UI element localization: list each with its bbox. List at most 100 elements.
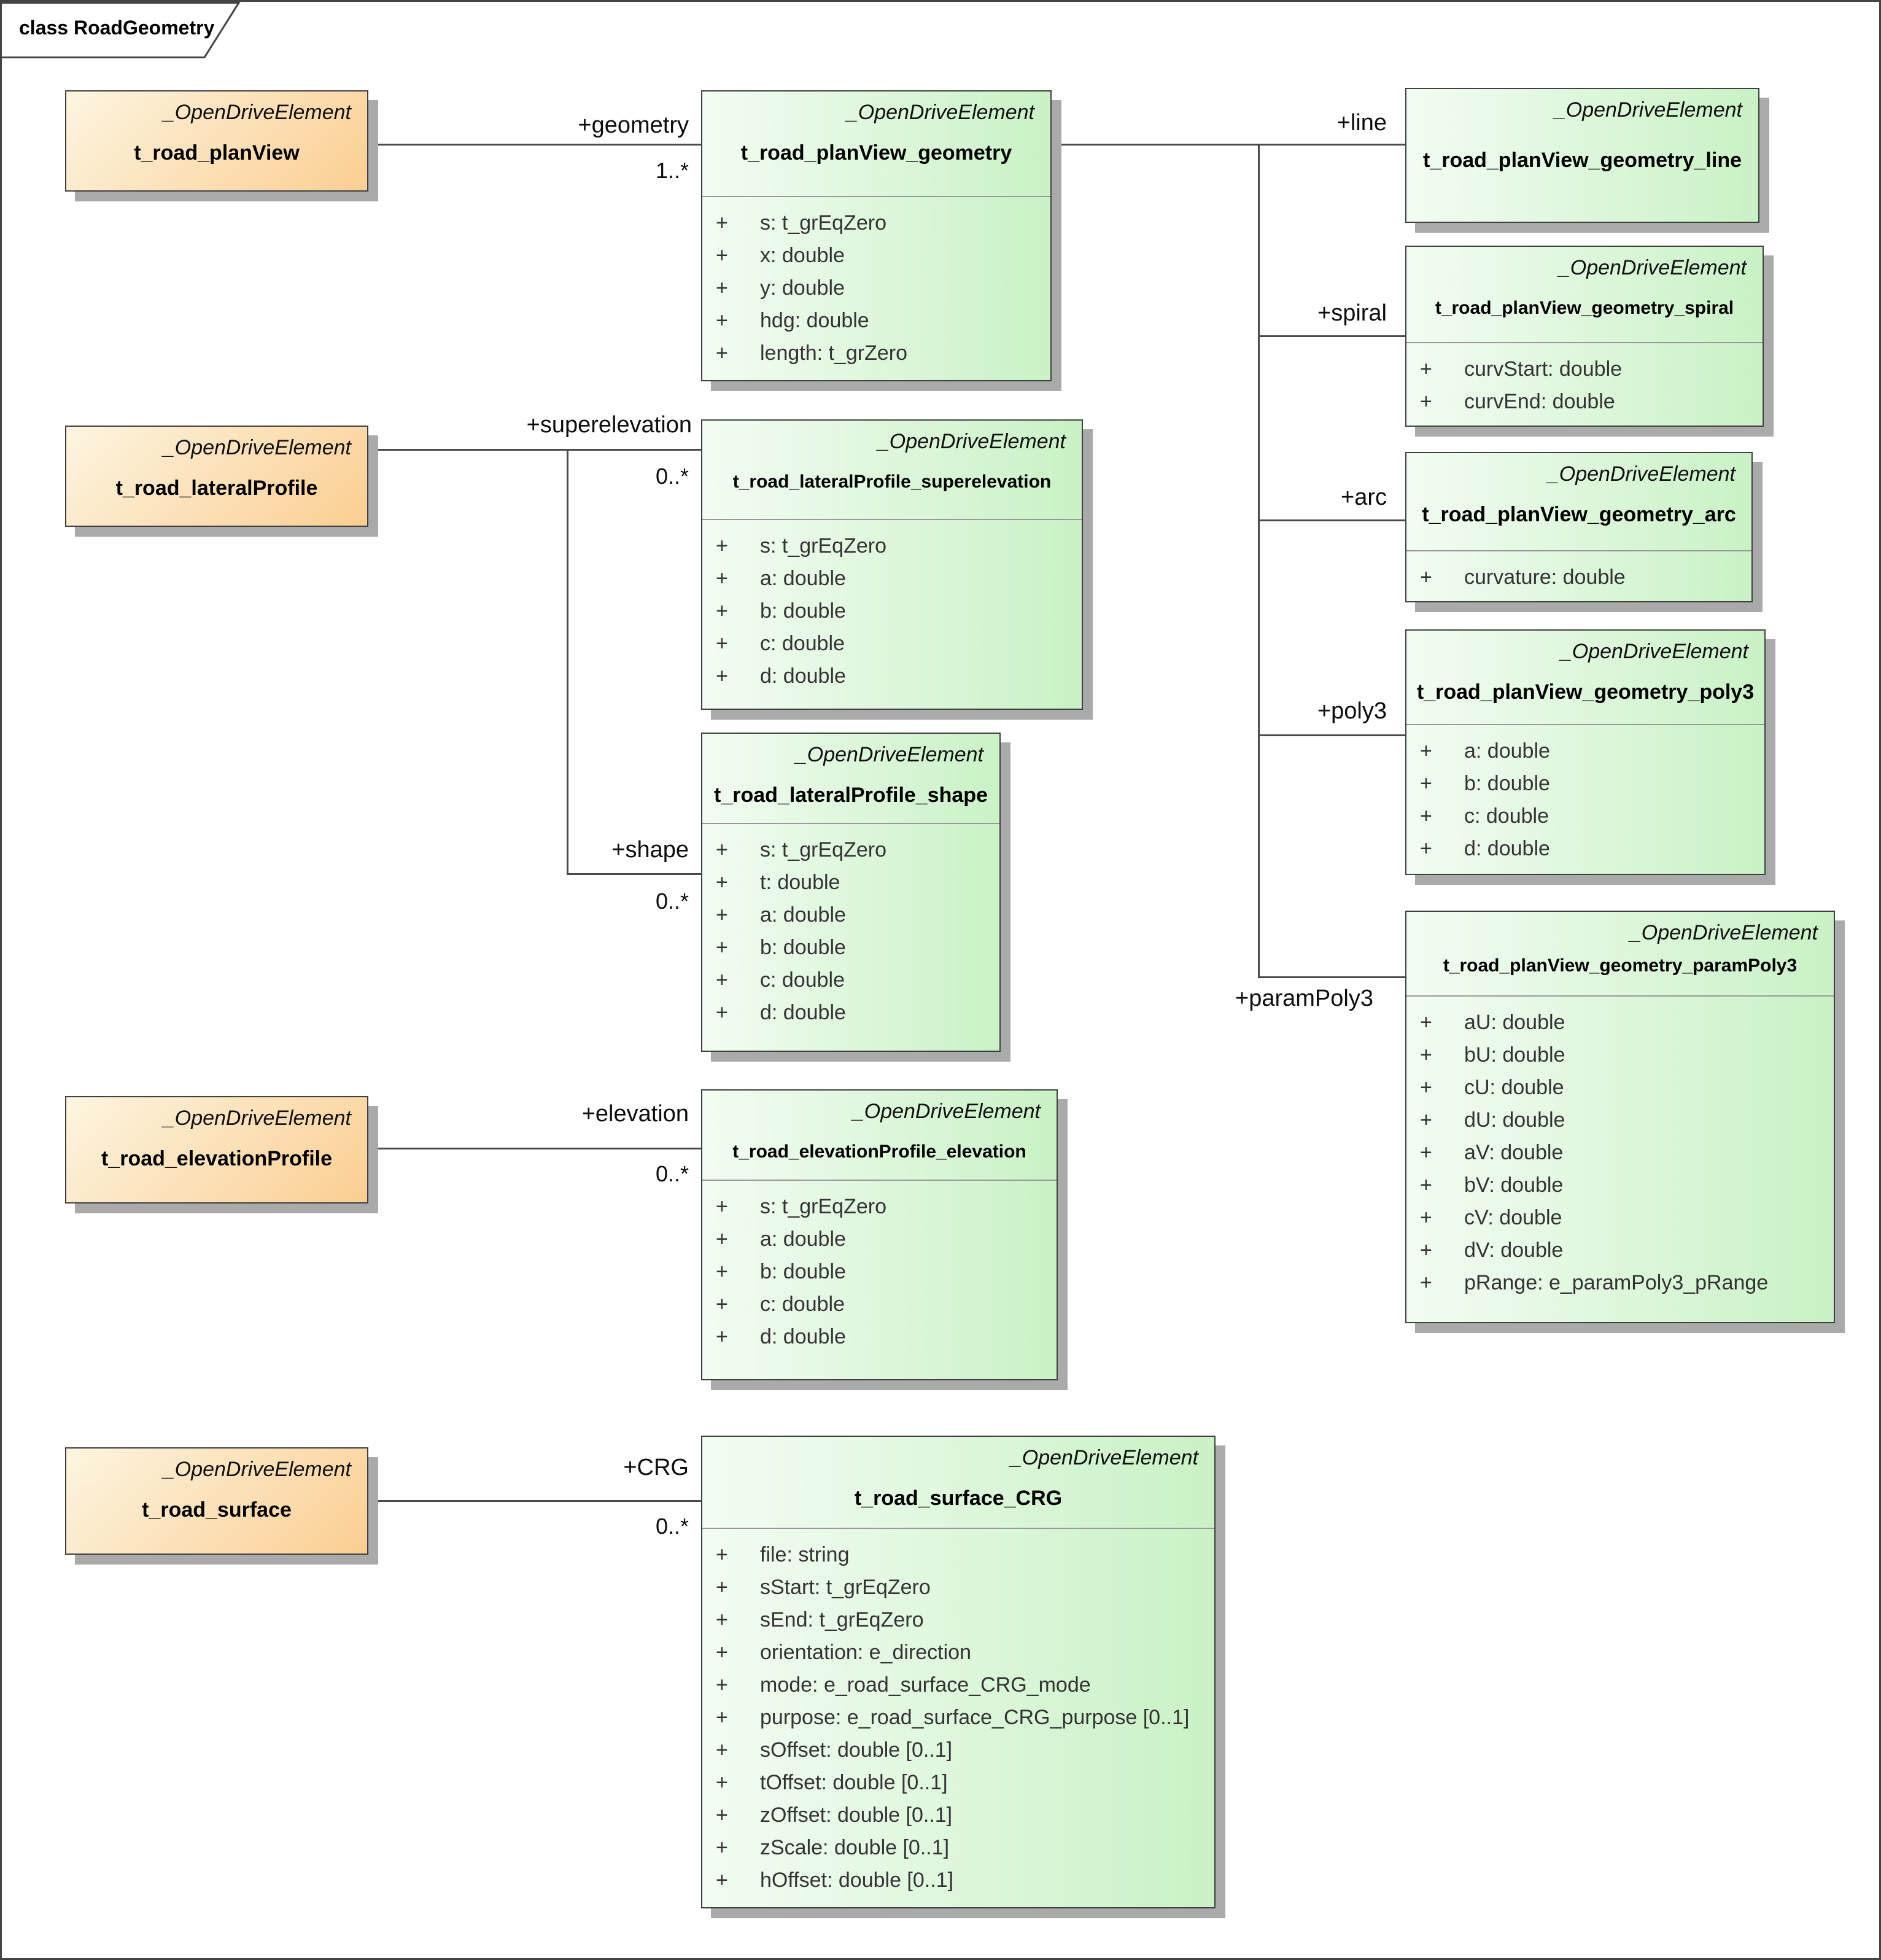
attribute-row: +orientation: e_direction bbox=[716, 1636, 1214, 1669]
class-name: t_road_planView_geometry_paramPoly3 bbox=[1443, 955, 1798, 976]
attributes-compartment: +s: t_grEqZero+x: double+y: double+hdg: … bbox=[702, 196, 1050, 380]
attribute-row: +bV: double bbox=[1420, 1169, 1834, 1202]
association-line-geometry-parampoly3 bbox=[1258, 976, 1405, 978]
class-header: _OpenDriveElement t_road_planView_geomet… bbox=[1406, 89, 1758, 175]
class-name: t_road_planView bbox=[134, 141, 300, 165]
class-t-road-surface-crg[interactable]: _OpenDriveElement t_road_surface_CRG +fi… bbox=[701, 1436, 1216, 1908]
attribute-text: b: double bbox=[1464, 772, 1550, 795]
attribute-text: aU: double bbox=[1464, 1011, 1565, 1034]
attribute-row: + b: double bbox=[1420, 768, 1764, 800]
attribute-row: + cV: double bbox=[1420, 1202, 1834, 1234]
attribute-row: +s: t_grEqZero bbox=[716, 207, 1050, 239]
visibility-public: + bbox=[716, 1608, 728, 1631]
attribute-row: +curvStart: double bbox=[1420, 353, 1763, 386]
class-t-road-planview-geometry-parampoly3[interactable]: _OpenDriveElement t_road_planView_geomet… bbox=[1405, 911, 1835, 1323]
role-label-elevation: +elevation bbox=[581, 1101, 689, 1127]
attribute-text: b: double bbox=[760, 599, 846, 623]
visibility-public: + bbox=[716, 534, 728, 558]
visibility-public: + bbox=[1420, 390, 1432, 413]
visibility-public: + bbox=[716, 871, 728, 894]
attribute-text: zOffset: double [0..1] bbox=[760, 1803, 953, 1827]
role-label-poly3: +poly3 bbox=[1317, 698, 1387, 724]
attributes-compartment: +s: t_grEqZero+t: double+a: double+b: do… bbox=[702, 823, 999, 1051]
role-label-shape: +shape bbox=[611, 837, 689, 863]
visibility-public: + bbox=[716, 1001, 728, 1024]
attribute-row: +dU: double bbox=[1420, 1104, 1834, 1137]
class-t-road-lateralprofile[interactable]: _OpenDriveElement t_road_lateralProfile bbox=[65, 426, 368, 527]
class-name: t_road_elevationProfile_elevation bbox=[732, 1141, 1026, 1162]
class-header: _OpenDriveElement t_road_planView_geomet… bbox=[1406, 247, 1763, 342]
multiplicity-superelevation: 0..* bbox=[655, 464, 689, 489]
visibility-public: + bbox=[716, 1260, 728, 1283]
attribute-row: +s: t_grEqZero bbox=[716, 1191, 1057, 1223]
attribute-text: sOffset: double [0..1] bbox=[760, 1738, 953, 1762]
visibility-public: + bbox=[716, 903, 728, 927]
association-line-geometry-spiral bbox=[1258, 335, 1405, 337]
attribute-text: sStart: t_grEqZero bbox=[760, 1576, 931, 1599]
class-name: t_road_planView_geometry_poly3 bbox=[1416, 680, 1755, 704]
visibility-public: + bbox=[1420, 1206, 1432, 1229]
visibility-public: + bbox=[1420, 772, 1432, 795]
attribute-row: +c: double bbox=[716, 964, 999, 997]
attribute-text: s: t_grEqZero bbox=[760, 534, 886, 558]
visibility-public: + bbox=[1420, 1043, 1432, 1067]
visibility-public: + bbox=[1420, 1076, 1432, 1099]
attribute-text: purpose: e_road_surface_CRG_purpose [0..… bbox=[760, 1706, 1190, 1729]
class-t-road-lateralprofile-shape[interactable]: _OpenDriveElement t_road_lateralProfile_… bbox=[701, 733, 1001, 1052]
attribute-text: c: double bbox=[760, 968, 845, 992]
attributes-compartment: +s: t_grEqZero+a: double+b: double+c: do… bbox=[702, 1180, 1057, 1379]
attribute-row: +bU: double bbox=[1420, 1039, 1834, 1071]
class-t-road-planview[interactable]: _OpenDriveElement t_road_planView bbox=[65, 90, 368, 192]
class-t-road-planview-geometry-arc[interactable]: _OpenDriveElement t_road_planView_geomet… bbox=[1405, 452, 1753, 602]
class-t-road-planview-geometry-spiral[interactable]: _OpenDriveElement t_road_planView_geomet… bbox=[1405, 246, 1764, 427]
attribute-row: +a: double bbox=[716, 562, 1082, 595]
attribute-text: d: double bbox=[760, 1325, 846, 1348]
attribute-row: +pRange: e_paramPoly3_pRange bbox=[1420, 1267, 1834, 1299]
class-t-road-lateralprofile-superelevation[interactable]: _OpenDriveElement t_road_lateralProfile_… bbox=[701, 419, 1083, 710]
attribute-text: curvEnd: double bbox=[1464, 390, 1615, 413]
class-t-road-planview-geometry-line[interactable]: _OpenDriveElement t_road_planView_geomet… bbox=[1405, 88, 1759, 223]
class-name: t_road_lateralProfile_shape bbox=[714, 784, 988, 807]
attribute-row: +sEnd: t_grEqZero bbox=[716, 1604, 1214, 1636]
class-t-road-surface[interactable]: _OpenDriveElement t_road_surface bbox=[65, 1447, 368, 1555]
class-t-road-planview-geometry[interactable]: _OpenDriveElement t_road_planView_geomet… bbox=[701, 90, 1052, 381]
association-line-geometry-poly3 bbox=[1258, 734, 1405, 736]
class-header: _OpenDriveElement t_road_lateralProfile bbox=[66, 427, 367, 503]
attributes-compartment: +curvStart: double + curvEnd: double bbox=[1406, 342, 1763, 426]
association-line-elevationprofile-elevation bbox=[368, 1148, 701, 1149]
multiplicity-elevation: 0..* bbox=[655, 1161, 689, 1186]
attribute-row: + s: t_grEqZero bbox=[716, 530, 1082, 562]
class-name: t_road_planView_geometry_spiral bbox=[1435, 298, 1734, 318]
stereotype-label: _OpenDriveElement bbox=[795, 743, 983, 766]
stereotype-label: _OpenDriveElement bbox=[163, 436, 351, 459]
class-name: t_road_planView_geometry bbox=[740, 141, 1012, 165]
visibility-public: + bbox=[716, 1771, 728, 1794]
visibility-public: + bbox=[716, 838, 728, 861]
attribute-row: +file: string bbox=[716, 1539, 1214, 1571]
attribute-row: +c: double bbox=[716, 1288, 1057, 1321]
attribute-text: aV: double bbox=[1464, 1141, 1564, 1164]
attribute-row: +d: double bbox=[716, 997, 999, 1029]
visibility-public: + bbox=[1420, 804, 1432, 828]
attribute-row: +y: double bbox=[716, 272, 1050, 305]
class-name: t_road_lateralProfile_superelevation bbox=[732, 472, 1052, 492]
visibility-public: + bbox=[716, 1325, 728, 1348]
attribute-text: curvature: double bbox=[1464, 566, 1626, 589]
attribute-row: +a: double bbox=[1420, 735, 1764, 768]
visibility-public: + bbox=[716, 211, 728, 235]
visibility-public: + bbox=[716, 1195, 728, 1218]
attribute-text: a: double bbox=[1464, 739, 1550, 763]
attribute-text: mode: e_road_surface_CRG_mode bbox=[760, 1673, 1091, 1697]
class-t-road-elevationprofile-elevation[interactable]: _OpenDriveElement t_road_elevationProfil… bbox=[701, 1089, 1058, 1380]
stereotype-label: _OpenDriveElement bbox=[1560, 640, 1748, 663]
class-header: _OpenDriveElement t_road_elevationProfil… bbox=[66, 1097, 367, 1173]
attribute-text: dU: double bbox=[1464, 1108, 1565, 1132]
attribute-row: + purpose: e_road_surface_CRG_purpose [0.… bbox=[716, 1701, 1214, 1734]
class-t-road-planview-geometry-poly3[interactable]: _OpenDriveElement t_road_planView_geomet… bbox=[1405, 629, 1766, 875]
visibility-public: + bbox=[716, 1869, 728, 1892]
attribute-row: +tOffset: double [0..1] bbox=[716, 1767, 1214, 1799]
attribute-text: cV: double bbox=[1464, 1206, 1562, 1229]
class-t-road-elevationprofile[interactable]: _OpenDriveElement t_road_elevationProfil… bbox=[65, 1096, 368, 1204]
visibility-public: + bbox=[716, 1706, 728, 1729]
visibility-public: + bbox=[716, 1641, 728, 1664]
